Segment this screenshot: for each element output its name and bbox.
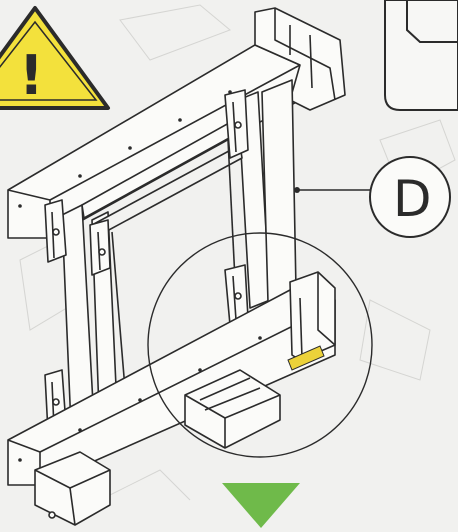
center-clamp [89, 219, 111, 276]
right-clamp-top [224, 89, 249, 159]
callout-circle [369, 156, 451, 238]
detail-inset-circle [147, 232, 373, 458]
callout: D [294, 156, 451, 238]
left-clamp-top [44, 199, 67, 263]
far-right-vertical-rail [261, 79, 297, 303]
warning-icon: ! [0, 6, 110, 110]
frame-assembly [7, 7, 346, 526]
beam-end-block [289, 271, 336, 361]
screw-holes [18, 90, 262, 462]
warning-symbol: ! [19, 44, 44, 107]
inset-frame [384, 0, 458, 111]
warning-triangle [0, 6, 110, 110]
down-arrow-icon [222, 483, 300, 528]
callout-label: D [393, 170, 432, 228]
bottom-mount-center [184, 369, 281, 449]
top-bracket [254, 7, 346, 111]
bottom-mount-left [34, 451, 111, 526]
highlighted-part [287, 345, 325, 371]
